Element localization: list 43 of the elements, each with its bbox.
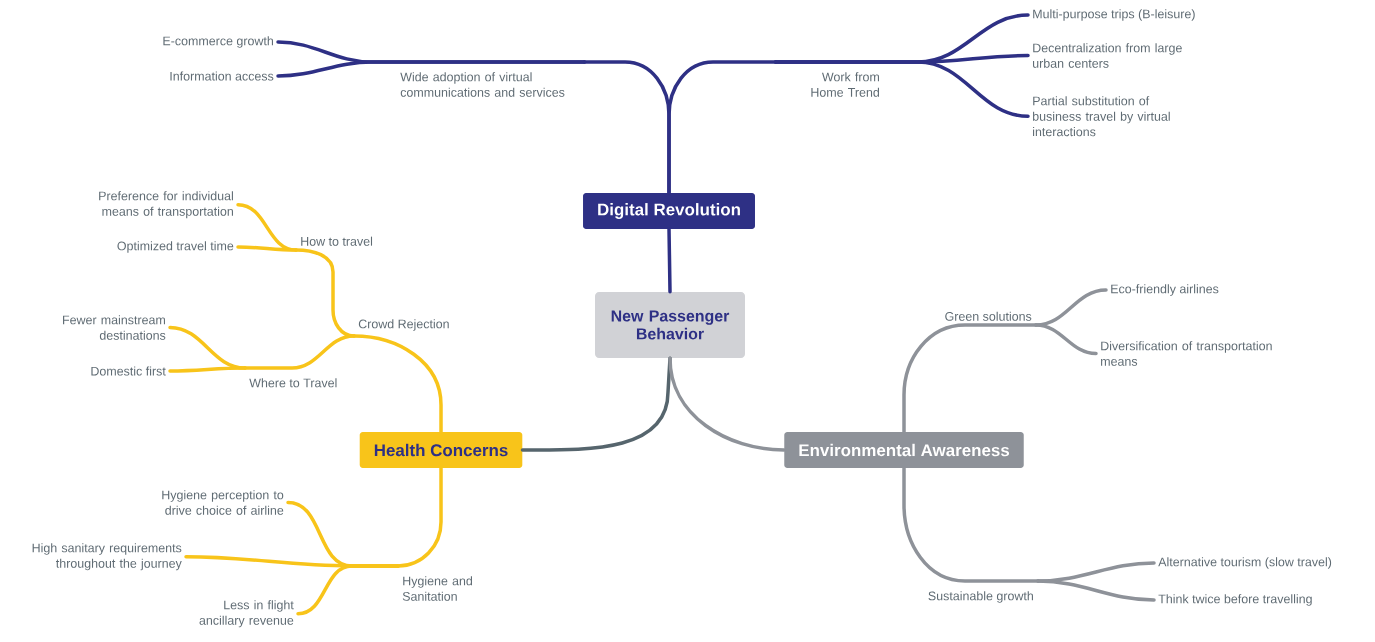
topic-box: Health Concerns	[359, 432, 523, 468]
branch-line	[668, 356, 786, 452]
leaf-label: Eco-friendly airlines	[1111, 284, 1219, 296]
leaf-label: Diversification of transportation means	[1101, 341, 1272, 366]
leaf-label: Alternative tourism (slow travel)	[1158, 557, 1332, 569]
leaf-label: Decentralization from large urban centers	[1033, 43, 1182, 68]
leaf-label: Information access	[170, 71, 274, 81]
branch-label: Work from Home Trend	[811, 72, 879, 97]
branch-line	[1034, 323, 1098, 356]
branch-line	[168, 366, 247, 373]
branch-label: Hygiene and Sanitation	[402, 576, 472, 601]
branch-line	[667, 60, 778, 195]
branch-line	[396, 466, 443, 568]
leaf-label: Hygiene perception to drive choice of airline	[162, 490, 284, 515]
branch-line	[296, 564, 400, 616]
branch-line	[667, 227, 672, 294]
leaf-label: Multi-purpose trips (B-leisure)	[1033, 9, 1195, 21]
branch-label: Green solutions	[945, 311, 1032, 321]
leaf-label: E-commerce growth	[163, 36, 273, 48]
branch-line	[1036, 579, 1156, 602]
leaf-label: Optimized travel time	[117, 241, 234, 253]
leaf-label: High sanitary requirements throughout the journey	[32, 543, 182, 571]
branch-label: How to travel	[301, 236, 373, 246]
branch-line	[276, 60, 587, 78]
leaf-label: Less in flight ancillary revenue	[199, 600, 294, 628]
leaf-label: Preference for individual means of transportation	[99, 191, 233, 219]
branch-line	[902, 466, 1040, 583]
branch-line	[352, 334, 443, 434]
branch-label: Where to Travel	[249, 378, 337, 388]
topic-box: Environmental Awareness	[784, 432, 1024, 468]
leaf-label: Partial substitution of business travel by virtual interactions	[1033, 96, 1170, 137]
leaf-label: Think twice before travelling	[1158, 594, 1312, 606]
branch-line	[236, 245, 298, 252]
branch-label: Wide adoption of virtual communications and services	[400, 72, 565, 97]
topic-box: New Passenger Behavior	[595, 292, 745, 358]
branch-label: Crowd Rejection	[358, 319, 449, 331]
leaf-label: Domestic first	[91, 366, 166, 376]
branch-line	[902, 323, 1038, 434]
branch-line	[773, 60, 1030, 118]
topic-box: Digital Revolution	[583, 193, 755, 229]
branch-line	[243, 334, 356, 370]
leaf-label: Fewer mainstream destinations	[63, 315, 166, 340]
branch-label: Sustainable growth	[928, 591, 1033, 603]
